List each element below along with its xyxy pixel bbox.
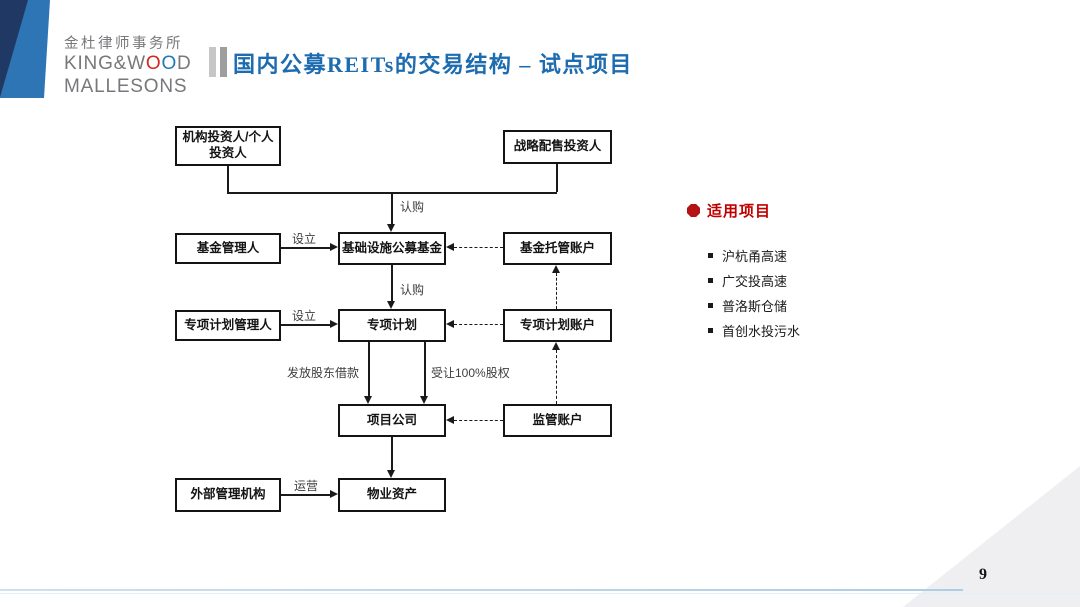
arrow-establish-plan xyxy=(281,324,330,326)
square-bullet-icon xyxy=(708,278,713,283)
arrowhead-right-icon xyxy=(330,243,338,251)
page-title: 国内公募REITs的交易结构 – 试点项目 xyxy=(233,52,633,77)
arrowhead-down-icon xyxy=(387,224,395,232)
project-item-label: 普洛斯仓储 xyxy=(722,299,788,314)
edge-label-subscribe-top: 认购 xyxy=(400,200,425,214)
box-supervision-account: 监管账户 xyxy=(503,404,612,437)
edge-label-establish-fund: 设立 xyxy=(292,232,317,246)
applicable-projects-list: 沪杭甬高速 广交投高速 普洛斯仓储 首创水投污水 xyxy=(708,246,800,346)
edge-label-establish-plan: 设立 xyxy=(292,309,317,323)
logo-chinese-name: 金杜律师事务所 xyxy=(64,36,183,52)
arrowhead-up-icon xyxy=(552,342,560,350)
arrow-operate xyxy=(281,494,330,496)
page-number: 9 xyxy=(979,566,987,583)
edge-label-subscribe-mid: 认购 xyxy=(400,283,425,297)
dashed-superv-to-project xyxy=(454,420,503,421)
arrowhead-down-icon xyxy=(387,470,395,478)
box-custody-account: 基金托管账户 xyxy=(503,232,612,265)
square-bullet-icon xyxy=(708,328,713,333)
box-special-plan: 专项计划 xyxy=(338,309,446,342)
firm-logo: 金杜律师事务所 KING&WOOD MALLESONS xyxy=(64,36,192,97)
connector-strategic-down xyxy=(556,164,558,192)
list-item: 首创水投污水 xyxy=(708,321,800,340)
logo-english-line2: MALLESONS xyxy=(64,75,188,97)
square-bullet-icon xyxy=(708,253,713,258)
arrowhead-up-icon xyxy=(552,265,560,273)
arrowhead-left-icon xyxy=(446,320,454,328)
box-plan-account: 专项计划账户 xyxy=(503,309,612,342)
box-public-fund: 基础设施公募基金 xyxy=(338,232,446,265)
applicable-projects-title: 适用项目 xyxy=(707,203,772,220)
box-plan-manager: 专项计划管理人 xyxy=(175,310,281,341)
box-project-company: 项目公司 xyxy=(338,404,446,437)
title-accent-bar-light xyxy=(209,47,216,77)
logo-red-ring-icon: O xyxy=(145,53,162,75)
arrow-establish-fund xyxy=(281,247,330,249)
logo-english-line1: KING&WOOD xyxy=(64,53,192,75)
applicable-projects-heading: 适用项目 xyxy=(687,200,771,221)
footer-divider-line xyxy=(0,589,963,591)
title-accent-bar-dark xyxy=(220,47,227,77)
project-item-label: 广交投高速 xyxy=(722,274,788,289)
list-item: 沪杭甬高速 xyxy=(708,246,800,265)
project-item-label: 沪杭甬高速 xyxy=(722,249,788,264)
edge-label-shareholder-loan: 发放股东借款 xyxy=(287,366,360,380)
arrowhead-right-icon xyxy=(330,490,338,498)
box-fund-manager: 基金管理人 xyxy=(175,233,281,264)
arrowhead-left-icon xyxy=(446,243,454,251)
arrow-subscribe-mid xyxy=(391,265,393,301)
arrowhead-left-icon xyxy=(446,416,454,424)
list-item: 普洛斯仓储 xyxy=(708,296,800,315)
corner-decoration xyxy=(0,0,50,98)
arrow-shareholder-loan xyxy=(368,342,370,396)
dashed-planacct-to-custody xyxy=(556,273,557,309)
dashed-custody-to-fund xyxy=(454,247,503,248)
arrow-project-to-property xyxy=(391,437,393,470)
dashed-superv-to-planacct xyxy=(556,350,557,404)
edge-label-equity-transfer: 受让100%股权 xyxy=(431,366,510,380)
arrow-equity-transfer xyxy=(424,342,426,396)
dashed-planacct-to-plan xyxy=(454,324,503,325)
arrowhead-right-icon xyxy=(330,320,338,328)
edge-label-operate: 运营 xyxy=(294,479,319,493)
square-bullet-icon xyxy=(708,303,713,308)
footer-divider-line-faint xyxy=(0,593,1080,594)
octagon-bullet-icon xyxy=(687,204,700,217)
box-strategic-investors: 战略配售投资人 xyxy=(503,130,612,164)
arrowhead-down-icon xyxy=(364,396,372,404)
box-property-asset: 物业资产 xyxy=(338,478,446,512)
box-investors: 机构投资人/个人 投资人 xyxy=(175,126,281,166)
arrowhead-down-icon xyxy=(387,301,395,309)
arrow-subscribe-top xyxy=(391,192,393,225)
project-item-label: 首创水投污水 xyxy=(722,324,801,339)
logo-blue-ring-icon: O xyxy=(161,53,178,75)
arrowhead-down-icon xyxy=(420,396,428,404)
corner-gray-triangle-icon xyxy=(903,466,1080,607)
connector-investors-down xyxy=(227,166,229,192)
list-item: 广交投高速 xyxy=(708,271,800,290)
box-external-manager: 外部管理机构 xyxy=(175,478,281,512)
